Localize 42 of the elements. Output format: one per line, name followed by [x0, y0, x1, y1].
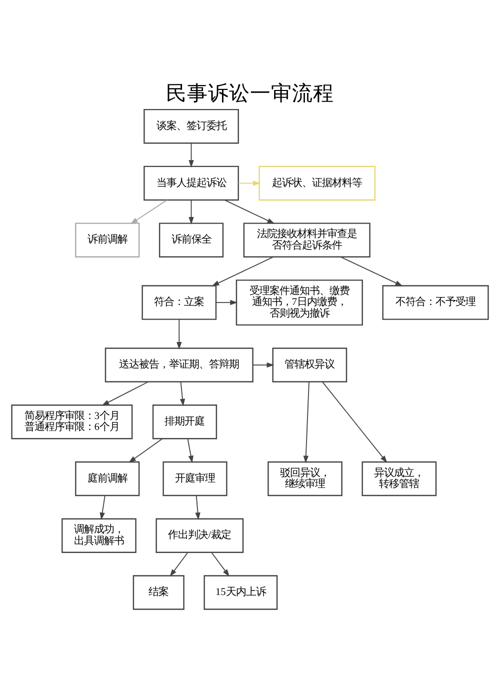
arrow — [102, 381, 149, 406]
node-box: 15天内上诉 — [204, 575, 278, 610]
arrow — [252, 362, 274, 368]
node-box: 法院接收材料并审查是否符合起诉条件 — [243, 222, 370, 258]
node-box: 调解成功，出具调解书 — [62, 518, 136, 553]
node-box: 简易程序审限：3个月 普通程序审限：6个月 — [11, 404, 133, 440]
node-box: 受理案件通知书、缴费通知书，7日内缴费，否则视为撤诉 — [236, 280, 363, 326]
node-box: 不符合：不予受理 — [382, 285, 489, 320]
node-box: 送达被告，举证期、答辩期 — [104, 348, 254, 382]
arrow — [130, 200, 168, 224]
node-box: 结案 — [132, 575, 184, 610]
node-box: 排期开庭 — [152, 404, 218, 440]
arrow — [238, 180, 260, 186]
arrow — [128, 438, 163, 463]
arrow — [340, 256, 403, 286]
arrow — [224, 200, 275, 224]
node-box: 诉前调解 — [75, 222, 140, 258]
diagram-title: 民事诉讼一审流程 — [166, 82, 334, 105]
arrow — [211, 552, 230, 577]
arrow — [195, 495, 200, 520]
node-box: 作出判决/裁定 — [156, 518, 244, 553]
node-box: 开庭审理 — [162, 461, 228, 496]
arrow — [176, 318, 182, 350]
arrow — [303, 382, 310, 464]
node-box: 异议成立，转移管辖 — [362, 461, 437, 496]
arrow — [100, 495, 106, 520]
arrow — [180, 381, 186, 406]
arrow — [187, 438, 194, 464]
node-box: 当事人提起诉讼 — [144, 166, 239, 201]
arrow — [216, 300, 238, 306]
node-box: 谈案、签订委托 — [144, 108, 239, 144]
arrow — [188, 200, 194, 224]
node-box: 庭前调解 — [75, 461, 140, 496]
node-box: 起诉状、证据材料等 — [258, 166, 376, 201]
node-box: 驳回异议，继续审理 — [268, 461, 342, 496]
arrow — [322, 382, 388, 463]
node-box: 管辖权异议 — [272, 348, 348, 382]
arrow — [212, 256, 274, 286]
arrow — [170, 552, 188, 577]
node-box: 诉前保全 — [158, 222, 224, 258]
node-box: 符合：立案 — [142, 285, 217, 320]
arrow — [188, 142, 194, 168]
